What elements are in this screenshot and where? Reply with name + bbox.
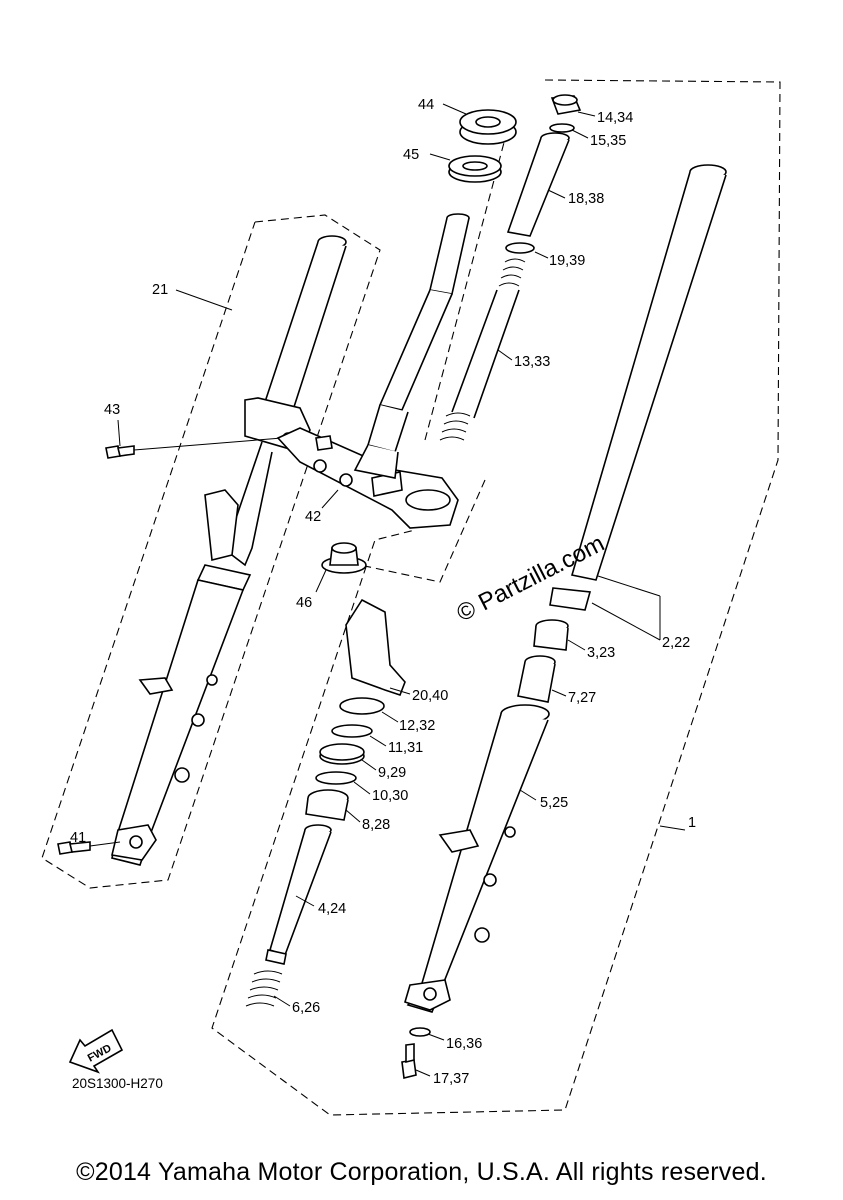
callout-2-22: 2,22 bbox=[662, 635, 690, 651]
callout-43: 43 bbox=[104, 402, 120, 418]
spacer-18-38 bbox=[506, 132, 570, 237]
spring-6-26 bbox=[245, 970, 283, 1007]
callout-6-26: 6,26 bbox=[292, 1000, 320, 1016]
washer-19-39 bbox=[505, 242, 535, 254]
slider-5-25 bbox=[404, 704, 550, 1013]
callout-21: 21 bbox=[152, 282, 168, 298]
callout-44: 44 bbox=[418, 97, 434, 113]
callout-9-29: 9,29 bbox=[378, 765, 406, 781]
dust-seal-20-40 bbox=[345, 598, 406, 697]
leader-lines bbox=[117, 103, 686, 1077]
fork-assembly-left bbox=[111, 235, 347, 866]
callout-15-35: 15,35 bbox=[590, 133, 626, 149]
callout-10-30: 10,30 bbox=[372, 788, 408, 804]
callout-20-40: 20,40 bbox=[412, 688, 448, 704]
callout-45: 45 bbox=[403, 147, 419, 163]
o-ring-15-35 bbox=[549, 123, 575, 133]
seal-45 bbox=[448, 155, 502, 183]
callout-17-37: 17,37 bbox=[433, 1071, 469, 1087]
bushing-8-28 bbox=[305, 789, 349, 821]
callout-1: 1 bbox=[688, 815, 696, 831]
washer-16-36 bbox=[409, 1027, 431, 1037]
callout-14-34: 14,34 bbox=[597, 110, 633, 126]
callout-42: 42 bbox=[305, 509, 321, 525]
bushing-7-27 bbox=[517, 655, 556, 703]
clip-11-31 bbox=[331, 724, 373, 738]
copyright-notice: ©2014 Yamaha Motor Corporation, U.S.A. A… bbox=[76, 1158, 767, 1186]
assembly-outline-inner-2 bbox=[359, 479, 486, 583]
callout-11-31: 11,31 bbox=[388, 740, 423, 756]
bushing-3-23 bbox=[533, 619, 569, 651]
watermark: © Partzilla.com bbox=[452, 530, 608, 627]
callout-16-36: 16,36 bbox=[446, 1036, 482, 1052]
seal-9-29 bbox=[319, 743, 365, 765]
cap-bolt-14-34 bbox=[550, 94, 582, 115]
callout-12-32: 12,32 bbox=[399, 718, 435, 734]
callout-18-38: 18,38 bbox=[568, 191, 604, 207]
bolt-43 bbox=[105, 445, 135, 459]
callout-13-33: 13,33 bbox=[514, 354, 550, 370]
bearing-44 bbox=[459, 109, 517, 145]
diagram-code: 20S1300-H270 bbox=[72, 1076, 163, 1091]
callout-8-28: 8,28 bbox=[362, 817, 390, 833]
callout-19-39: 19,39 bbox=[549, 253, 585, 269]
spring-13-33 bbox=[439, 258, 526, 441]
callout-41: 41 bbox=[70, 830, 86, 846]
damper-rod-4-24 bbox=[265, 824, 332, 965]
washer-10-30 bbox=[315, 771, 357, 785]
oil-seal-12-32 bbox=[339, 697, 385, 715]
callout-3-23: 3,23 bbox=[587, 645, 615, 661]
nut-46 bbox=[321, 542, 367, 574]
callout-7-27: 7,27 bbox=[568, 690, 596, 706]
lower-bracket-42 bbox=[276, 427, 459, 529]
bolt-17-37 bbox=[401, 1043, 417, 1079]
callout-46: 46 bbox=[296, 595, 312, 611]
steering-stem bbox=[353, 213, 470, 479]
callout-5-25: 5,25 bbox=[540, 795, 568, 811]
assembly-outline-left bbox=[41, 214, 381, 889]
outer-tube-1 bbox=[549, 164, 727, 611]
bolt-41 bbox=[57, 841, 91, 855]
callout-4-24: 4,24 bbox=[318, 901, 346, 917]
fwd-arrow-icon: FWD bbox=[68, 1028, 124, 1074]
